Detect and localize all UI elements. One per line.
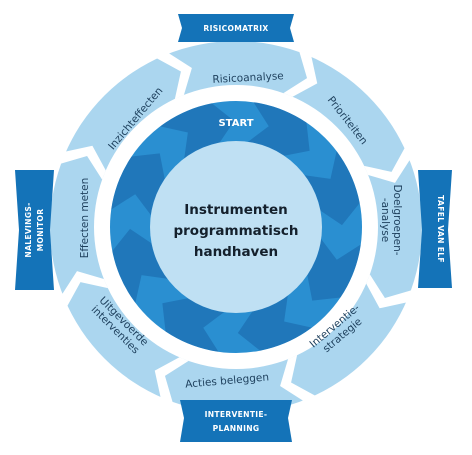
tab-interventieplanning-shape bbox=[180, 400, 292, 442]
center-title: Instrumenten programmatisch handhaven bbox=[173, 202, 298, 260]
inner-ring-arrow bbox=[112, 228, 168, 303]
cycle-step-label: -analyse bbox=[379, 198, 391, 242]
center-disc bbox=[150, 141, 322, 313]
outer-ring-separator bbox=[280, 355, 317, 402]
inner-ring-arrow bbox=[247, 102, 310, 156]
inner-ring-arrow bbox=[304, 151, 360, 226]
start-label: START bbox=[218, 118, 253, 129]
inner-ring-arrow bbox=[162, 298, 225, 352]
center-title-line-1: Instrumenten bbox=[184, 202, 287, 218]
tab-risicomatrix-shape bbox=[178, 14, 294, 42]
cycle-step-label: Doelgroepen- bbox=[391, 184, 403, 255]
outer-ring-separator bbox=[58, 145, 106, 180]
inner-ring-arrow bbox=[160, 103, 235, 159]
outer-ring-separator bbox=[364, 146, 411, 183]
cycle-step: Effecten meten bbox=[79, 178, 91, 259]
center-title-line-3: handhaven bbox=[194, 244, 278, 260]
tab-interventieplanning-label-1: INTERVENTIE- bbox=[205, 410, 268, 419]
outer-ring-separator bbox=[61, 271, 108, 308]
tab-nalevingsmonitor-shape bbox=[15, 170, 54, 290]
outer-ring-separator bbox=[154, 357, 189, 405]
tab-interventieplanning: INTERVENTIE- PLANNING bbox=[180, 400, 292, 442]
cycle-step-label: Effecten meten bbox=[79, 178, 91, 259]
tab-tafel-van-elf-label: TAFEL VAN ELF bbox=[436, 195, 445, 263]
tab-nalevingsmonitor: NALEVINGS- MONITOR bbox=[15, 170, 54, 290]
tab-interventieplanning-label-2: PLANNING bbox=[213, 424, 260, 433]
outer-ring-separator bbox=[366, 274, 414, 309]
tab-tafel-van-elf: TAFEL VAN ELF bbox=[418, 170, 452, 288]
inner-ring-arrow bbox=[111, 153, 165, 216]
cycle-step: Risicoanalyse bbox=[212, 70, 284, 86]
outer-ring-arrows bbox=[58, 49, 414, 405]
tab-tafel-van-elf-shape bbox=[418, 170, 452, 288]
tab-risicomatrix: RISICOMATRIX bbox=[178, 14, 294, 42]
tab-nalevingsmonitor-label-2: MONITOR bbox=[36, 209, 45, 252]
outer-ring-separator bbox=[155, 52, 192, 99]
tab-risicomatrix-label: RISICOMATRIX bbox=[203, 24, 268, 33]
inner-ring-arrows bbox=[111, 102, 361, 352]
inner-ring-arrow bbox=[237, 295, 312, 351]
outer-ring-separator bbox=[283, 49, 318, 97]
cycle-step-label: Risicoanalyse bbox=[212, 70, 284, 86]
inner-ring-arrow bbox=[307, 238, 361, 301]
cycle-step: Doelgroepen--analyse bbox=[379, 184, 403, 255]
tab-nalevingsmonitor-label-1: NALEVINGS- bbox=[24, 202, 33, 257]
center-title-line-2: programmatisch bbox=[173, 223, 298, 239]
